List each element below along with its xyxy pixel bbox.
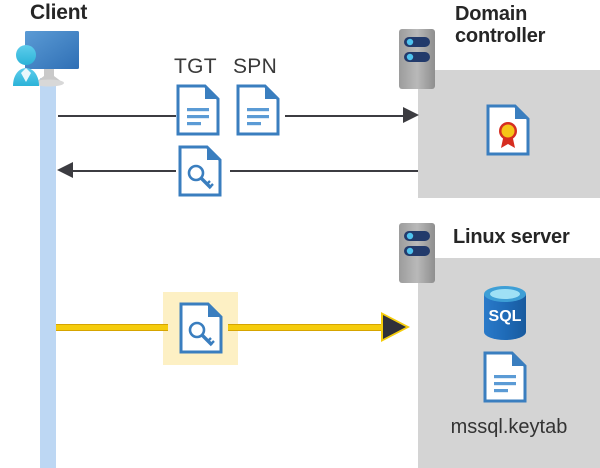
client-lifeline-bar [40, 78, 56, 468]
dc-title-line2: controller [455, 25, 546, 48]
flow-request-arrowhead [403, 107, 419, 123]
svg-text:SQL: SQL [489, 308, 522, 325]
flow-response-arrowhead [57, 162, 73, 178]
domain-controller-server-rack-icon [398, 28, 436, 90]
keytab-flow-line-right [228, 324, 385, 331]
sql-database-icon: SQL [481, 285, 529, 341]
tgt-label: TGT [174, 55, 217, 78]
linux-server-rack-icon [398, 222, 436, 284]
dc-title-line1: Domain [455, 3, 528, 25]
keytab-key-document-icon [179, 302, 223, 354]
flow-response-line-left [72, 170, 176, 172]
ticket-key-document-icon [178, 145, 222, 197]
spn-document-icon [236, 84, 280, 136]
keytab-flow-line-left [56, 324, 168, 331]
certificate-document-icon [486, 104, 530, 156]
spn-label: SPN [233, 55, 278, 78]
client-title: Client [30, 1, 88, 24]
flow-request-line-right [285, 115, 407, 117]
keytab-flow-arrowhead-inner [383, 315, 406, 339]
keytab-document-icon [483, 351, 527, 403]
flow-request-line-left [58, 115, 176, 117]
tgt-document-icon [176, 84, 220, 136]
client-user-with-monitor-icon [8, 28, 88, 90]
keytab-filename-label: mssql.keytab [450, 416, 568, 438]
linux-server-title: Linux server [453, 226, 570, 248]
flow-response-line-right [230, 170, 418, 172]
